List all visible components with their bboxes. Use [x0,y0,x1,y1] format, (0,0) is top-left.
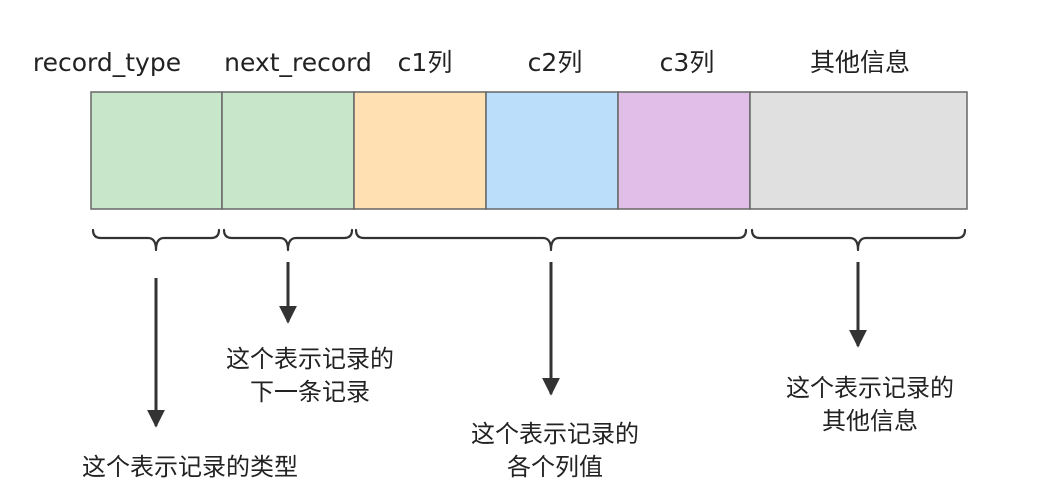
brace-next-record [222,228,354,252]
caption-type: 这个表示记录的类型 [50,451,330,484]
field-box-record-type [90,91,223,210]
brace-columns [354,228,748,252]
brace-other [750,228,967,252]
caption-other-line-2: 其他信息 [822,407,918,435]
caption-columns-line-2: 各个列值 [507,453,603,481]
header-label-c1: c1列 [397,48,453,77]
header-label-next-record: next_record [224,48,372,77]
header-label-other: 其他信息 [809,48,910,77]
caption-other-line-1: 这个表示记录的 [786,374,954,402]
field-box-next-record [221,91,355,210]
field-box-other [749,91,968,210]
field-box-c2 [485,91,619,210]
caption-next-line-1: 这个表示记录的 [226,345,394,373]
field-box-c3 [617,91,751,210]
caption-columns: 这个表示记录的 各个列值 [440,418,670,484]
caption-next-record: 这个表示记录的 下一条记录 [195,343,425,409]
brace-record-type [91,228,221,252]
caption-other: 这个表示记录的 其他信息 [755,372,985,438]
caption-columns-line-1: 这个表示记录的 [471,420,639,448]
caption-next-line-2: 下一条记录 [250,378,370,406]
header-label-c3: c3列 [659,48,715,77]
header-label-record-type: record_type [32,48,182,77]
field-box-c1 [353,91,487,210]
header-label-c2: c2列 [527,48,583,77]
caption-type-line-1: 这个表示记录的类型 [82,453,298,481]
